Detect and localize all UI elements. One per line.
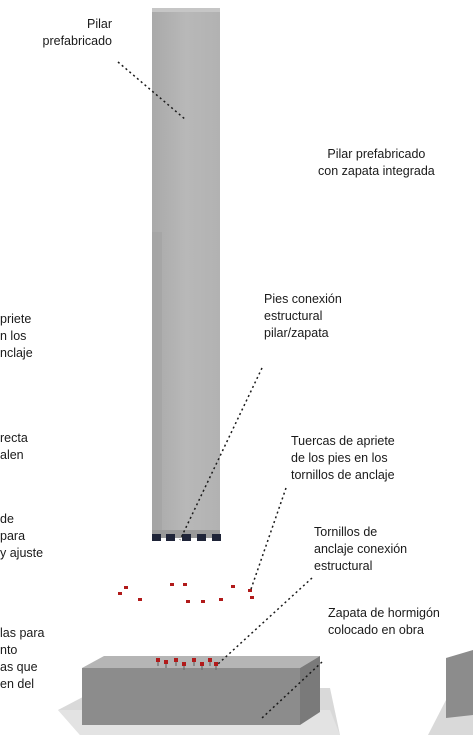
leader-pies [179,367,263,541]
label-tuercas: Tuercas de apriete de los pies en los to… [291,434,395,482]
label-left-2: recta alen [0,431,28,462]
precast-pillar [152,8,220,538]
label-left-4: las para nto as que en del [0,626,45,691]
label-tornillos: Tornillos de anclaje conexión estructura… [314,525,408,573]
leader-tuercas [249,487,287,593]
concrete-footing [82,656,320,725]
label-pilar-zapata: Pilar prefabricado con zapata integrada [318,147,435,178]
leader-tornillos [217,577,313,665]
label-left-3: de para y ajuste [0,512,44,560]
anchor-bolts [156,658,218,670]
connection-feet [152,534,221,541]
label-left-1: priete n los nclaje [0,312,33,360]
integrated-footing-partial [428,650,473,735]
label-zapata: Zapata de hormigón colocado en obra [328,606,440,637]
tightening-nuts [118,583,254,603]
label-pilar: Pilar prefabricado [42,17,113,48]
label-pies: Pies conexión estructural pilar/zapata [264,292,342,340]
leader-zapata [261,661,323,719]
